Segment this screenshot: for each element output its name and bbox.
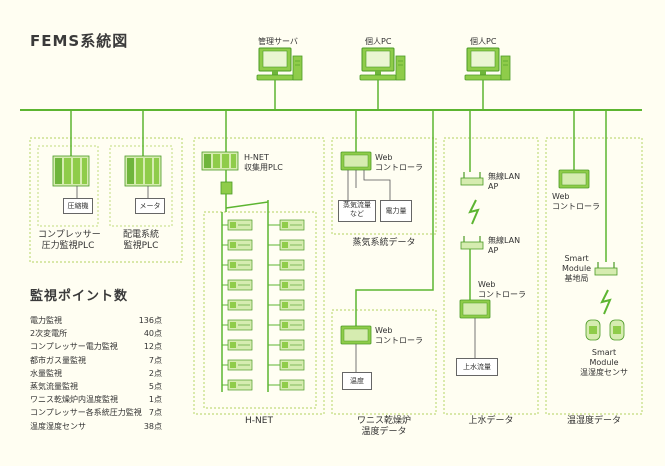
smart-module-base-icon — [594, 261, 618, 276]
steam-group-box — [331, 137, 437, 235]
pc1-label: 個人PC — [365, 37, 392, 46]
humidity-group-label: 温湿度データ — [566, 416, 621, 426]
power-plc-icon — [124, 155, 162, 187]
dryer-web-controller-icon — [340, 325, 372, 345]
humidity-web-controller-icon — [558, 169, 590, 189]
wireless-signal-icon — [468, 199, 480, 225]
management-server-icon — [256, 47, 303, 81]
meter-device-label: メータ — [135, 198, 165, 214]
hnet-rack-units — [227, 219, 305, 391]
hnet-group-label: H-NET — [245, 416, 273, 426]
humidity-sensor-icon — [585, 319, 625, 341]
hnet-group-box — [193, 137, 325, 415]
dryer-group-label: ワニス乾燥炉温度データ — [356, 416, 411, 437]
water-web-controller-icon — [459, 299, 491, 319]
personal-pc-icon — [359, 47, 406, 81]
water-group-box — [443, 137, 539, 415]
wireless-ap-icon — [460, 171, 484, 186]
hnet-converter-icon — [220, 181, 233, 195]
server-label: 管理サーバ — [258, 37, 298, 46]
power-amount-sensor-label: 電力量 — [380, 200, 412, 222]
diagram-title: FEMS系統図 — [30, 32, 129, 50]
compressor-plc-label: コンプレッサー圧力監視PLC — [38, 230, 101, 251]
hnet-rack-box — [203, 211, 317, 409]
plc-group-box — [29, 137, 183, 263]
compressor-plc-icon — [52, 155, 90, 187]
temperature-sensor-label: 温度 — [342, 372, 372, 390]
compressor-device-label: 圧縮機 — [63, 198, 93, 214]
steam-flow-sensor-label: 蒸気流量など — [338, 200, 376, 222]
humidity-group-box — [545, 137, 643, 415]
water-flow-sensor-label: 上水流量 — [456, 358, 498, 376]
power-plc-label: 配電系統監視PLC — [122, 230, 159, 251]
water-group-label: 上水データ — [468, 416, 514, 426]
points-title: 監視ポイント数 — [30, 289, 129, 304]
steam-group-label: 蒸気系統データ — [352, 238, 416, 248]
hnet-plc-icon — [201, 151, 239, 171]
wireless-signal-icon — [600, 289, 612, 315]
personal-pc-icon — [464, 47, 511, 81]
wireless-ap-icon — [460, 235, 484, 250]
steam-web-controller-icon — [340, 151, 372, 171]
pc2-label: 個人PC — [470, 37, 497, 46]
dryer-group-box — [331, 309, 437, 415]
